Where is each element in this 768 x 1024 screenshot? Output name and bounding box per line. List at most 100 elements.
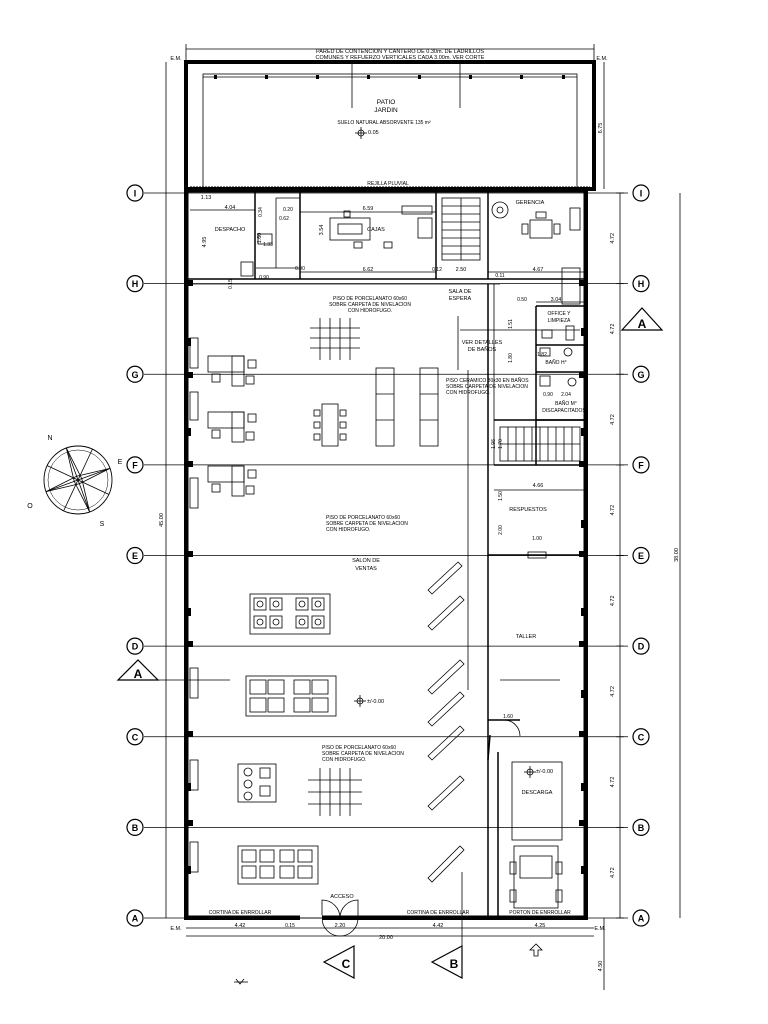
dim-160: 1.60	[257, 233, 263, 244]
dim-200: 2.00	[498, 525, 504, 535]
em-label-tr: E.M.	[596, 56, 608, 62]
axis-spacing-3: 4.72	[610, 505, 616, 516]
room-descarga: DESCARGA	[522, 790, 553, 796]
axis-label-A-left: A	[132, 914, 139, 924]
axis-bubble-C-left	[126, 728, 144, 746]
room-gerencia: GERENCIA	[516, 200, 545, 206]
axis-label-H-left: H	[132, 279, 139, 289]
patio-depth: 6.75	[598, 123, 604, 134]
banos-detail1: VER DETALLES	[462, 340, 503, 346]
salon-label2: VENTAS	[355, 566, 377, 572]
section-a-left-label: A	[134, 667, 143, 681]
room-respuestos: RESPUESTOS	[509, 507, 547, 513]
dim-090-c: 0.90	[543, 392, 553, 398]
front-facade: CORTINA DE ENRROLLAR CORTINA DE ENRROLLA…	[170, 894, 606, 990]
dim-170: 1.70	[498, 439, 504, 449]
tile-grid-upper	[310, 318, 360, 360]
axis-bubble-G-right	[632, 365, 650, 383]
dim-466: 4.66	[533, 483, 544, 489]
axis-spacing-4: 4.72	[610, 595, 616, 606]
axis-label-I-left: I	[134, 189, 137, 199]
dim-150: 1.50	[498, 491, 504, 501]
dim-196: 1.96	[491, 439, 497, 449]
dim-bottom-425: 4.25	[535, 923, 546, 929]
banos-detail2: DE BAÑOS	[468, 346, 497, 353]
dim-354: 3.54	[319, 225, 325, 236]
dim-659: 6.59	[363, 206, 374, 212]
dim-total-38: 38.00	[674, 548, 680, 562]
dim-bottom-442-b: 4.42	[433, 923, 444, 929]
axis-label-C-right: C	[638, 732, 645, 742]
axis-bubble-B-left	[126, 818, 144, 836]
axis-label-H-right: H	[638, 279, 645, 289]
dim-100: 1.00	[532, 536, 542, 542]
axis-label-G-right: G	[637, 370, 644, 380]
axis-bubble-I-right	[632, 184, 650, 202]
patio-level: 0.05	[368, 130, 379, 136]
cer-2: SOBRE CARPETA DE NIVELACION	[446, 384, 528, 390]
dim-012: 0.12	[432, 267, 442, 273]
axis-label-A-right: A	[638, 914, 645, 924]
dim-467: 4.67	[533, 267, 544, 273]
cortina-label-2: CORTINA DE ENRROLLAR	[407, 910, 470, 916]
cer-1: PISO CERAMICO 30x30 EN BAÑOS	[446, 377, 529, 384]
office-label2: LIMPIEZA	[548, 318, 571, 324]
dim-bottom-015: 0.15	[285, 923, 295, 929]
porc-a1: PISO DE PORCELANATO 60x60	[333, 296, 407, 302]
section-marker-a-right: A	[620, 307, 664, 331]
axis-bubble-A-right	[632, 909, 650, 927]
porton-label: PORTON DE ENRROLLAR	[509, 910, 571, 916]
dim-250: 2.50	[456, 267, 467, 273]
dim-113: 1.13	[201, 195, 212, 201]
display-upper	[249, 593, 331, 635]
axis-bubble-F-left	[126, 456, 144, 474]
compass-rose: N E S O	[27, 435, 122, 528]
top-note-line1: PARED DE CONTENCION Y CANTERO DE 0.30m. …	[316, 49, 484, 55]
compass-e: E	[118, 459, 123, 466]
axis-label-I-right: I	[640, 189, 643, 199]
axis-label-B-left: B	[132, 823, 139, 833]
dim-bottom-442-a: 4.42	[235, 923, 246, 929]
dim-180: 1.80	[508, 353, 514, 363]
axis-spacing-1: 4.72	[610, 324, 616, 335]
office-label1: OFFICE Y	[548, 311, 572, 317]
axis-bubble-D-right	[632, 637, 650, 655]
section-marker-b: B	[430, 945, 463, 979]
axis-bubble-B-right	[632, 818, 650, 836]
axis-bubble-H-left	[126, 275, 144, 293]
porc-a2: SOBRE CARPETA DE NIVELACION	[329, 302, 411, 308]
discap-label: DISCAPACITADOS	[542, 408, 586, 414]
porc-c1: PISO DE PORCELANATO 60x60	[322, 745, 396, 751]
section-marker-c: C	[322, 945, 355, 979]
dim-133: 1.33	[263, 242, 273, 248]
office-strip: DESPACHO CAJAS GERENCIA	[188, 192, 584, 289]
rejilla-label: REJILLA PLUVIAL	[367, 181, 409, 187]
tile-grid-lower	[308, 768, 362, 816]
dim-090-b: 0.90	[295, 266, 305, 272]
diagonal-racks	[427, 561, 465, 883]
service-block: OFFICE Y LIMPIEZA SALA DE ESPERA VER DET…	[449, 267, 586, 918]
axis-spacing-6: 4.72	[610, 777, 616, 788]
axis-label-D-right: D	[638, 642, 645, 652]
compass-o: O	[27, 503, 33, 510]
section-b-label: B	[450, 957, 459, 971]
section-a-right-label: A	[638, 317, 647, 331]
axis-label-C-left: C	[132, 732, 139, 742]
porc-a3: CON HIDROFUGO.	[348, 308, 392, 314]
em-label-br: E.M.	[594, 926, 606, 932]
room-taller: TALLER	[516, 634, 536, 640]
axis-bubble-D-left	[126, 637, 144, 655]
desks-left	[189, 337, 257, 873]
room-cajas: CAJAS	[367, 227, 385, 233]
back-rooms: 4.66 RESPUESTOS 1.50 2.00 1.00 TALLER 1.…	[487, 483, 584, 918]
porc-c3: CON HIDROFUGO.	[322, 757, 366, 763]
dim-090-a: 0.90	[259, 275, 269, 281]
axis-label-F-left: F	[132, 460, 138, 470]
dim-495: 4.95	[202, 237, 208, 248]
axis-label-E-right: E	[638, 551, 644, 561]
level-marker-descarga: ±/-0.00	[524, 766, 553, 778]
axis-label-G-left: G	[131, 370, 138, 380]
truck	[509, 845, 563, 909]
axis-spacing-2: 4.72	[610, 414, 616, 425]
